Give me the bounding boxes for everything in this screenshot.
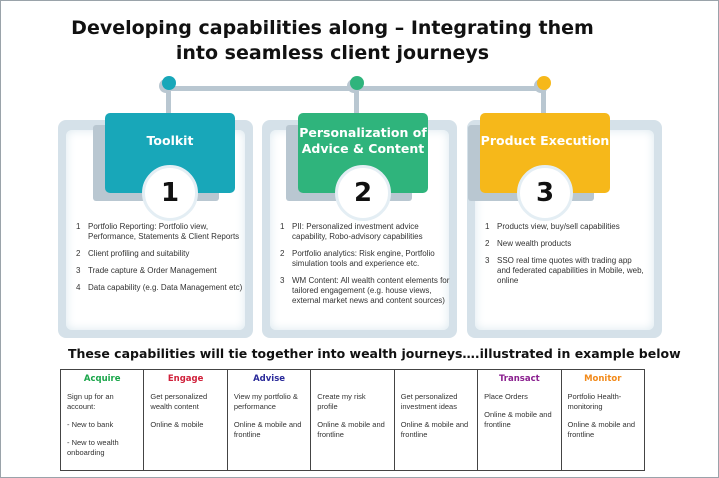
stage-text: Online & mobile and frontline (484, 410, 552, 429)
pillar-card (58, 120, 253, 338)
capability-list: 1 Products view, buy/sell capabilities 2 Ne… (485, 222, 645, 293)
item-number: 4 (76, 283, 81, 292)
capability-item: 3 Trade capture & Order Management (76, 266, 246, 276)
capability-item: 4 Data capability (e.g. Data Management e… (76, 283, 246, 293)
stage-text: Online & mobile and frontline (400, 420, 469, 439)
item-text: PII: Personalized investment advice capa… (292, 222, 423, 241)
stage-text: - New to wealth onboarding (67, 438, 119, 457)
item-number: 1 (280, 222, 285, 231)
capability-item: 3 SSO real time quotes with trading app a… (485, 256, 645, 286)
stage-text: Create my risk profile (317, 392, 366, 411)
item-text: Portfolio Reporting: Portfolio view, Per… (88, 222, 240, 241)
item-text: Portfolio analytics: Risk engine, Portfo… (292, 249, 435, 268)
item-text: WM Content: All wealth content elements … (292, 276, 450, 305)
stage-title: Transact (498, 374, 540, 384)
item-number: 3 (485, 256, 490, 265)
item-number: 1 (76, 222, 81, 231)
connector-stem (541, 86, 546, 116)
item-number: 2 (485, 239, 490, 248)
connector-dot (162, 76, 176, 90)
connector-stem (354, 86, 359, 116)
stage-title (317, 374, 387, 392)
stage-text: Online & mobile and frontline (233, 420, 302, 439)
stage-text: Place Orders (484, 392, 528, 401)
item-text: Trade capture & Order Management (88, 266, 217, 275)
connector-dot (350, 76, 364, 90)
capability-item: 1 Portfolio Reporting: Portfolio view, Pe… (76, 222, 246, 242)
stage-text: Sign up for an account: (67, 392, 114, 411)
item-text: Products view, buy/sell capabilities (497, 222, 620, 231)
capability-item: 1 Products view, buy/sell capabilities (485, 222, 645, 232)
pillar-number: 2 (335, 165, 391, 221)
page-title: Developing capabilities along – Integrat… (71, 17, 594, 64)
item-number: 2 (76, 249, 81, 258)
capability-item: 1 PII: Personalized investment advice cap… (280, 222, 450, 242)
capability-item: 3 WM Content: All wealth content elements… (280, 276, 450, 306)
stage-title: Monitor (584, 374, 622, 384)
journey-heading: These capabilities will tie together int… (68, 346, 681, 361)
item-text: SSO real time quotes with trading app an… (497, 256, 644, 285)
item-text: Client profiling and suitability (88, 249, 190, 258)
stage-text: Online & mobile and frontline (567, 420, 636, 439)
item-text: New wealth products (497, 239, 572, 248)
item-number: 2 (280, 249, 285, 258)
pillar-label: Toolkit (146, 133, 194, 148)
item-number: 1 (485, 222, 490, 231)
pillar-number: 3 (517, 165, 573, 221)
capability-item: 2 Portfolio analytics: Risk engine, Portf… (280, 249, 450, 269)
stage-text: View my portfolio & performance (233, 392, 298, 411)
capability-item: 2 Client profiling and suitability (76, 249, 246, 259)
item-text: Data capability (e.g. Data Management et… (88, 283, 243, 292)
stage-text: Online & mobile (150, 420, 204, 429)
capability-list: 1 Portfolio Reporting: Portfolio view, Pe… (76, 222, 246, 300)
stage-title (401, 374, 471, 392)
stage-title: Acquire (83, 374, 121, 384)
pillar-number: 1 (142, 165, 198, 221)
stage-text: Online & mobile and frontline (317, 420, 385, 439)
stage-title: Engage (167, 374, 204, 384)
stage-text: Get personalized wealth content (150, 392, 208, 411)
connector-stem (166, 86, 171, 116)
stage-text: Get personalized investment ideas (400, 392, 458, 411)
capability-item: 2 New wealth products (485, 239, 645, 249)
connector-dot (537, 76, 551, 90)
pillar-label: Personalization of Advice & Content (299, 125, 427, 156)
stage-text: - New to bank (67, 420, 114, 429)
item-number: 3 (280, 276, 285, 285)
stage-text: Portfolio Health-monitoring (567, 392, 622, 411)
item-number: 3 (76, 266, 81, 275)
stage-title: Advise (253, 374, 286, 384)
capability-list: 1 PII: Personalized investment advice cap… (280, 222, 450, 313)
pillar-label: Product Execution (480, 133, 610, 148)
